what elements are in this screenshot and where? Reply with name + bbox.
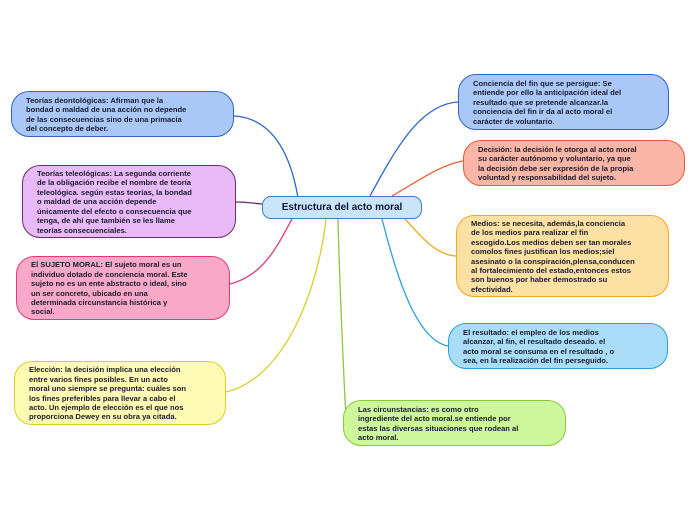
node-sujeto-moral[interactable]: El SUJETO MORAL: El sujeto moral es un i…: [16, 256, 230, 320]
node-conciencia-del-fin[interactable]: Conciencia del fin que se persigue: Se e…: [458, 74, 669, 130]
node-medios[interactable]: Medios: se necesita, además,la concienci…: [456, 215, 669, 297]
node-teorias-deontologicas[interactable]: Teorías deontológicas: Afirman que la bo…: [11, 91, 234, 137]
node-label: Teorías deontológicas: Afirman que la bo…: [26, 95, 187, 133]
central-topic[interactable]: Estructura del acto moral: [262, 196, 422, 219]
link-eleccion: [225, 218, 327, 393]
node-teorias-teleologicas[interactable]: Teorías teleológicas: La segunda corrien…: [22, 165, 236, 238]
node-decision[interactable]: Decisión: la decisión le otorga al acto …: [463, 140, 685, 186]
node-label: El resultado: el empleo de los medios al…: [463, 327, 615, 365]
node-label: Medios: se necesita, además,la concienci…: [471, 218, 635, 294]
node-circunstancias[interactable]: Las circunstancias: es como otro ingredi…: [343, 400, 566, 446]
node-resultado[interactable]: El resultado: el empleo de los medios al…: [448, 323, 668, 369]
node-eleccion[interactable]: Elección: la decisión implica una elecci…: [14, 361, 226, 425]
link-circunstancias: [337, 218, 347, 419]
node-label: Las circunstancias: es como otro ingredi…: [358, 404, 519, 442]
link-decision: [391, 160, 464, 197]
link-conciencia: [369, 101, 459, 197]
node-label: Conciencia del fin que se persigue: Se e…: [473, 78, 622, 126]
node-label: Teorías teleológicas: La segunda corrien…: [37, 169, 192, 235]
node-label: El SUJETO MORAL: El sujeto moral es un i…: [31, 260, 188, 317]
node-label: Elección: la decisión implica una elecci…: [29, 365, 186, 422]
link-deontologicas: [233, 115, 299, 199]
node-label: Decisión: la decisión le otorga al acto …: [478, 144, 637, 182]
link-resultado: [381, 218, 449, 347]
central-topic-label: Estructura del acto moral: [281, 202, 403, 213]
link-sujeto: [229, 218, 293, 285]
link-teleologicas: [235, 201, 263, 205]
link-medios: [404, 218, 457, 257]
